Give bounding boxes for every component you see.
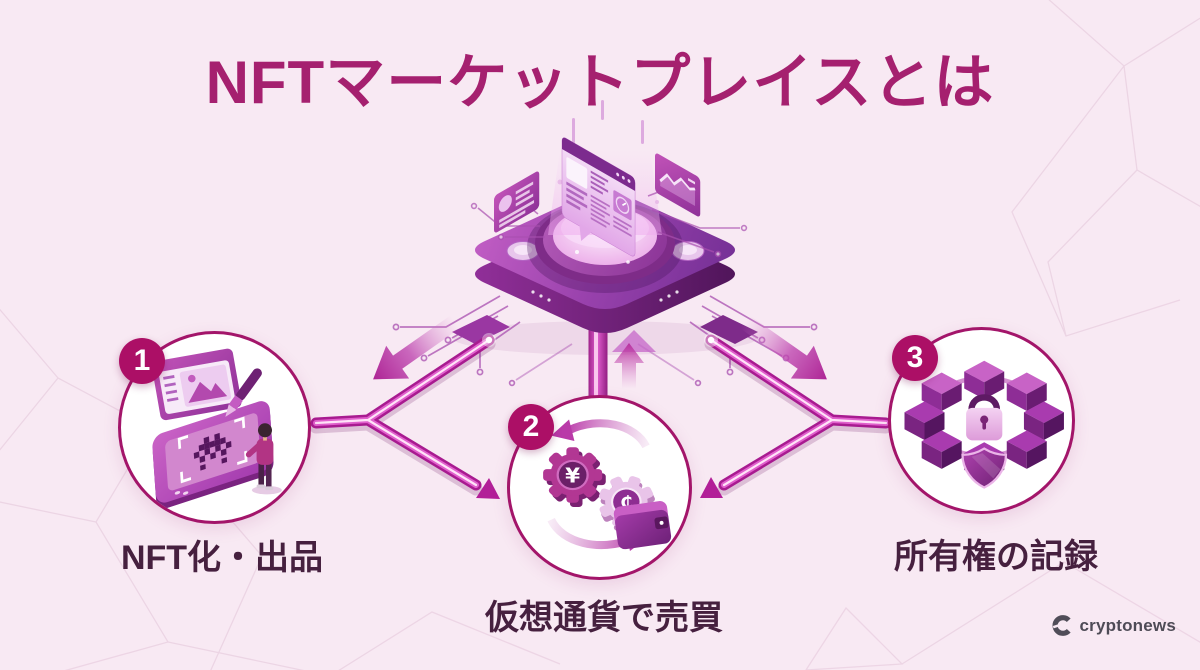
chart-panel (655, 153, 701, 217)
yen-coin-symbol: ¥ (565, 464, 580, 487)
arrow-to-step1-icon (373, 315, 460, 380)
cycle-arrow-top-head (551, 419, 575, 441)
gear-yen: ¥ (543, 447, 606, 507)
pixel-art-nft (193, 432, 232, 471)
arrow-up-from-step2-icon (614, 343, 644, 389)
diamond-left (452, 315, 510, 344)
corner-discs (506, 241, 705, 261)
tablet (152, 401, 274, 509)
brand-name: cryptonews (1079, 615, 1176, 635)
stem-pipe (588, 326, 608, 404)
step2-number-badge: 2 (508, 404, 554, 450)
step1-label: NFT化・出品 (120, 539, 324, 577)
wallet-icon (613, 501, 672, 550)
pipe-left (309, 333, 500, 499)
selection-brackets (177, 416, 248, 484)
cycle-arrow-top (567, 419, 650, 449)
browser-card (151, 348, 242, 421)
triangle-accent (612, 330, 656, 352)
pen-icon (225, 368, 262, 417)
edge-dots (531, 290, 679, 302)
cryptonews-c-logo-icon (1052, 615, 1071, 636)
step3-label: 所有権の記録 (894, 538, 1098, 576)
diamond-right (700, 315, 758, 344)
crypto-exchange-icon: ¥ ₵ (543, 419, 672, 552)
id-card-panel (494, 171, 540, 233)
pipe-right (700, 333, 893, 498)
padlock-icon (966, 394, 1003, 441)
step3-number-badge: 3 (892, 335, 938, 381)
step1-number-badge: 1 (119, 338, 165, 384)
person (245, 423, 282, 495)
arrow-to-step3-icon (740, 315, 827, 380)
brand-footer: cryptonews (1052, 615, 1176, 636)
blockchain-ownership-icon (904, 360, 1064, 489)
shield-icon (961, 447, 1008, 489)
step2-label: 仮想通貨で売買 (485, 599, 723, 637)
sparkles (557, 100, 659, 264)
nft-mint-listing-icon (151, 348, 282, 509)
hologram-window (561, 137, 636, 257)
page-title: NFTマーケットプレイスとは (205, 49, 995, 116)
